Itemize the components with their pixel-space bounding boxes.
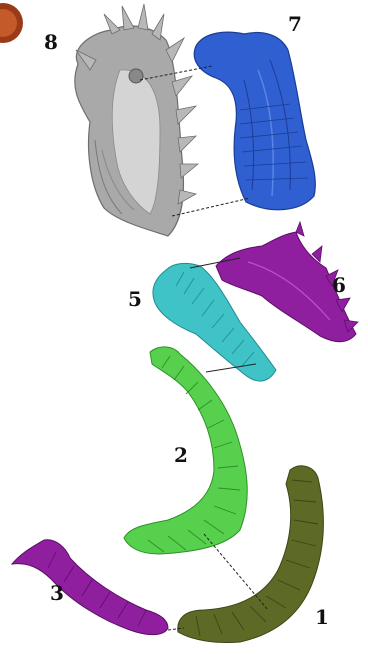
gray-skull-piece (75, 4, 198, 236)
label-5: 5 (128, 289, 142, 309)
olive-tail-piece (178, 466, 324, 643)
blue-head-piece (194, 32, 315, 210)
label-6: 6 (332, 275, 346, 295)
label-1: 1 (315, 607, 329, 627)
label-7: 7 (288, 14, 302, 34)
corner-logo (0, 3, 23, 43)
violet-tail-tip-piece (12, 540, 168, 635)
label-8: 8 (44, 32, 58, 52)
label-2: 2 (174, 445, 188, 465)
label-3: 3 (50, 583, 64, 603)
